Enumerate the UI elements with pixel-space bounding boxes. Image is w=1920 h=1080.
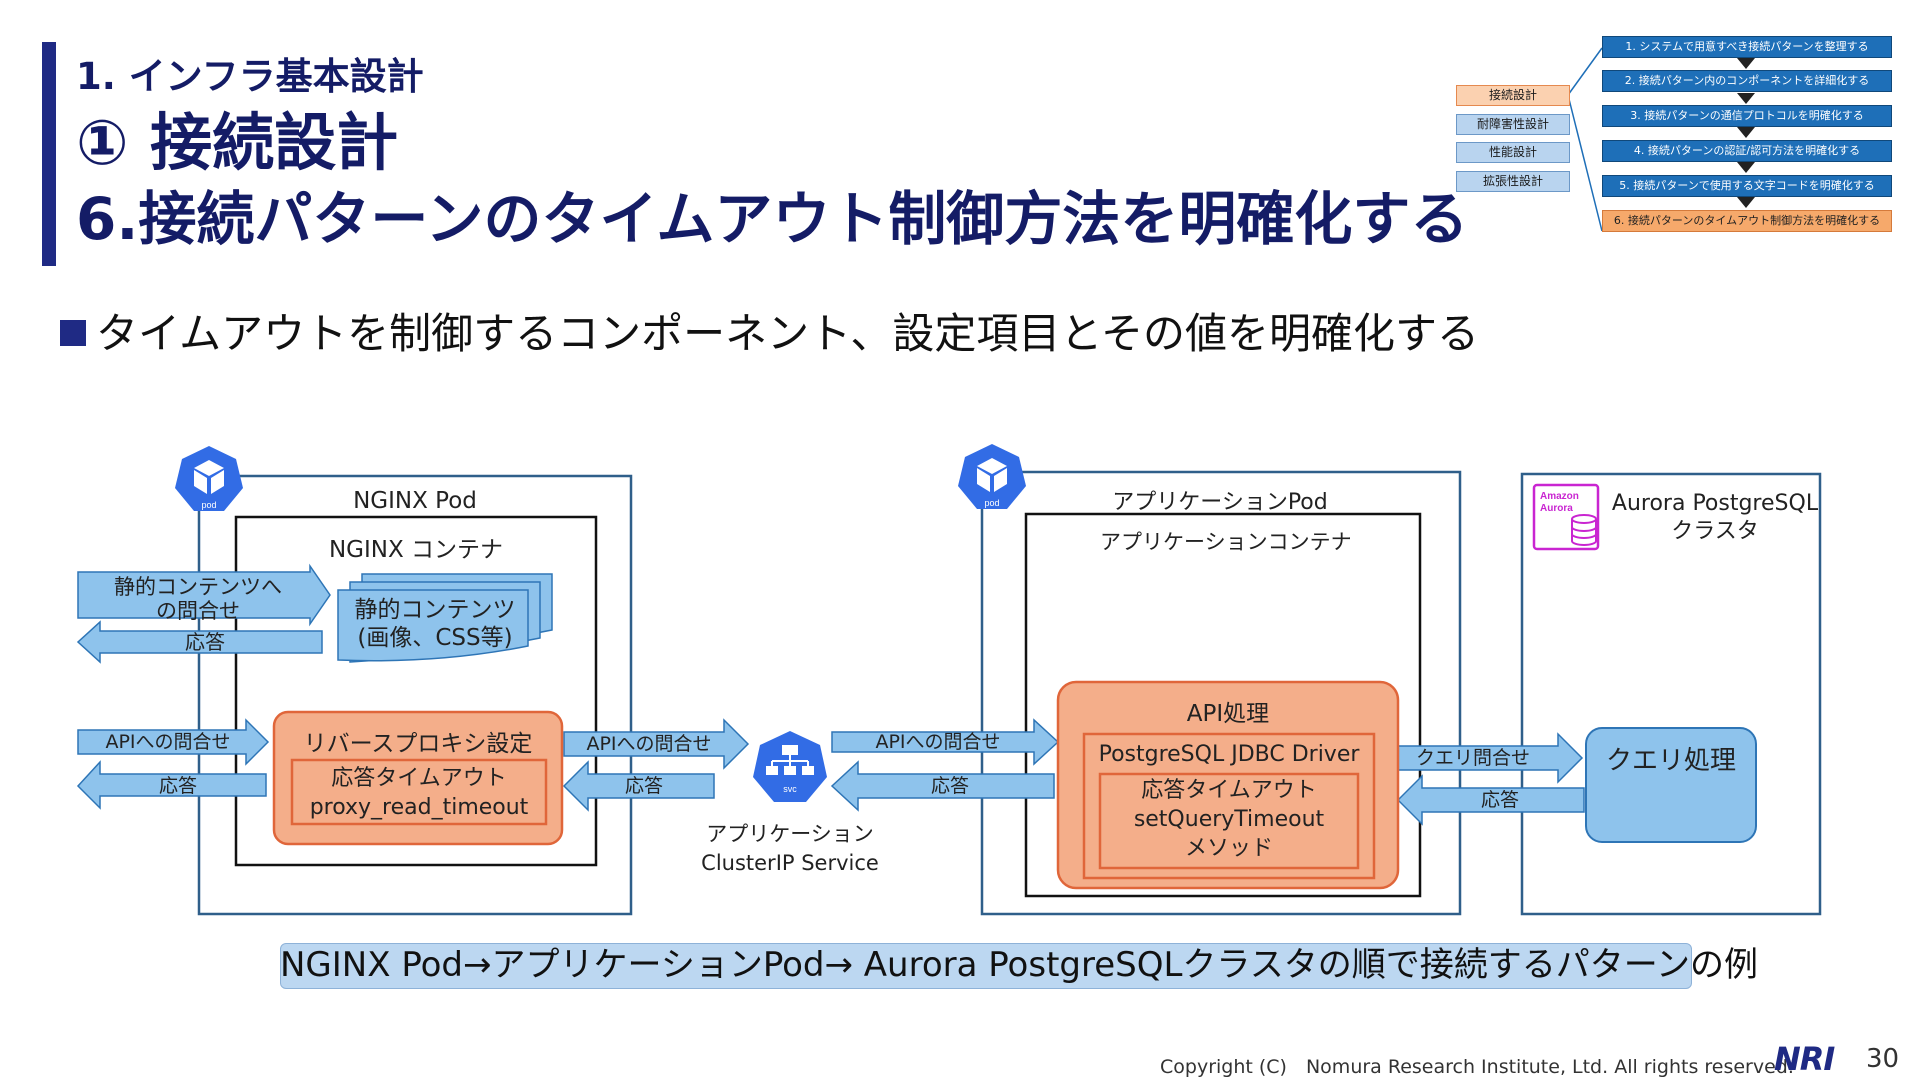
api-request-label-mid: APIへの問合せ <box>586 733 712 755</box>
api-response-arrow-in <box>76 760 267 810</box>
reverse-timeout-box <box>290 758 548 826</box>
api-request-arrow-in <box>77 718 270 766</box>
svg-text:Amazon: Amazon <box>1540 491 1579 502</box>
nav-step-5[interactable]: 5. 接続パターンで使用する文字コードを明確化する <box>1602 175 1892 197</box>
aurora-database-icon: Amazon Aurora <box>1532 483 1600 551</box>
api-response-arrow-mid <box>562 760 715 812</box>
api-response-label-mid: 応答 <box>624 775 663 797</box>
caption-banner <box>280 943 1692 989</box>
api-request-arrow-mid <box>563 718 750 770</box>
bullet-text: タイムアウトを制御するコンポーネント、設定項目とその値を明確化する <box>96 309 1480 358</box>
static-content-label: 静的コンテンツ(画像、CSS等) <box>354 597 516 651</box>
nav-step-6[interactable]: 6. 接続パターンのタイムアウト制御方法を明確化する <box>1602 210 1892 232</box>
app-container-boundary <box>1024 512 1422 898</box>
reverse-proxy-label: リバースプロキシ設定 <box>303 731 533 757</box>
app-pod-icon: pod <box>958 444 1026 509</box>
app-pod-boundary <box>980 470 1462 916</box>
static-request-label: 静的コンテンツへの問合せ <box>114 575 282 623</box>
reverse-proxy-box <box>272 710 564 846</box>
nri-logo: NRI <box>1774 1040 1835 1078</box>
query-processing-box <box>1585 727 1757 843</box>
query-request-label: クエリ問合せ <box>1415 747 1530 769</box>
nginx-pod-boundary <box>197 474 633 916</box>
api-request-label-app: APIへの問合せ <box>875 731 1001 753</box>
query-response-label: 応答 <box>1480 789 1519 811</box>
page-number: 30 <box>1866 1044 1900 1074</box>
svg-text:pod: pod <box>201 500 216 510</box>
api-request-label-in: APIへの問合せ <box>105 731 231 753</box>
page-subtitle: 6.接続パターンのタイムアウト制御方法を明確化する <box>76 185 1469 253</box>
jdbc-timeout-box <box>1098 772 1360 870</box>
bullet-point: タイムアウトを制御するコンポーネント、設定項目とその値を明確化する <box>60 300 1479 361</box>
query-processing-label: クエリ処理 <box>1605 746 1736 776</box>
query-request-arrow <box>1397 732 1584 784</box>
nginx-container-label: NGINX コンテナ <box>328 537 504 563</box>
nginx-pod-icon: pod <box>175 446 243 511</box>
api-response-label-app: 応答 <box>930 775 969 797</box>
svg-text:svc: svc <box>783 784 797 794</box>
nav-category-scalability[interactable]: 拡張性設計 <box>1456 171 1570 192</box>
section-label: 1. インフラ基本設計 <box>76 55 424 98</box>
page-title: ① 接続設計 <box>76 106 399 179</box>
nav-category-performance[interactable]: 性能設計 <box>1456 142 1570 163</box>
svg-text:Aurora: Aurora <box>1540 503 1573 514</box>
bullet-square-icon <box>60 320 86 346</box>
clusterip-service-icon: svc <box>753 731 827 802</box>
app-pod-label: アプリケーションPod <box>1112 490 1328 515</box>
api-response-label-in: 応答 <box>158 775 197 797</box>
static-response-label: 応答 <box>185 630 225 654</box>
nav-category-fault-tolerance[interactable]: 耐障害性設計 <box>1456 114 1570 135</box>
jdbc-driver-label: PostgreSQL JDBC Driver <box>1098 742 1360 767</box>
app-container-label: アプリケーションコンテナ <box>1100 530 1352 554</box>
api-response-arrow-app <box>830 760 1055 812</box>
svg-text:pod: pod <box>984 498 999 508</box>
nginx-container-boundary <box>234 515 598 867</box>
jdbc-driver-box <box>1082 732 1376 880</box>
nginx-pod-label: NGINX Pod <box>353 488 477 514</box>
nav-step-3[interactable]: 3. 接続パターンの通信プロトコルを明確化する <box>1602 105 1892 127</box>
nav-step-1[interactable]: 1. システムで用意すべき接続パターンを整理する <box>1602 36 1892 58</box>
nav-category-connection[interactable]: 接続設計 <box>1456 85 1570 106</box>
title-accent-bar <box>42 42 56 266</box>
copyright-notice: Copyright (C) Nomura Research Institute,… <box>1160 1056 1794 1078</box>
aurora-cluster-boundary <box>1520 472 1822 916</box>
static-response-arrow <box>76 620 323 664</box>
nav-step-4[interactable]: 4. 接続パターンの認証/認可方法を明確化する <box>1602 140 1892 162</box>
nav-step-2[interactable]: 2. 接続パターン内のコンポーネントを詳細化する <box>1602 70 1892 92</box>
static-content-stack <box>337 573 553 663</box>
static-request-arrow <box>77 563 331 627</box>
query-response-arrow <box>1396 774 1585 826</box>
api-processing-label: API処理 <box>1186 701 1270 727</box>
api-request-arrow-app <box>831 718 1060 766</box>
caption-text: NGINX Pod→アプリケーションPod→ Aurora PostgreSQL… <box>280 945 1759 985</box>
